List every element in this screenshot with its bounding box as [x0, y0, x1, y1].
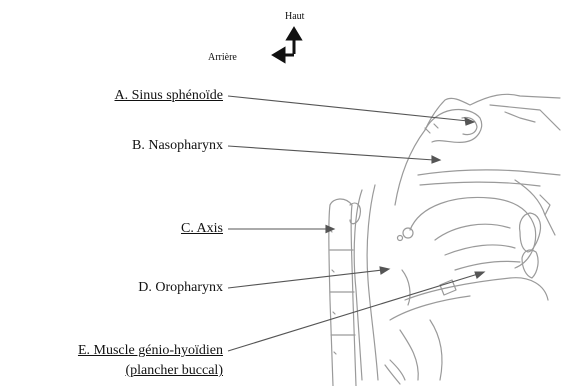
label-sphenoid-sinus: A. Sinus sphénoïde: [115, 88, 224, 104]
orientation-back-label: Arrière: [208, 52, 237, 63]
label-geniohyoid-muscle: E. Muscle génio-hyoïdien: [78, 343, 223, 359]
orientation-arrows: [274, 29, 300, 61]
orientation-up-label: Haut: [285, 11, 304, 22]
label-nasopharynx: B. Nasopharynx: [132, 138, 223, 154]
label-floor-of-mouth: (plancher buccal): [125, 363, 223, 379]
label-axis: C. Axis: [181, 221, 223, 237]
label-oropharynx: D. Oropharynx: [138, 280, 223, 296]
